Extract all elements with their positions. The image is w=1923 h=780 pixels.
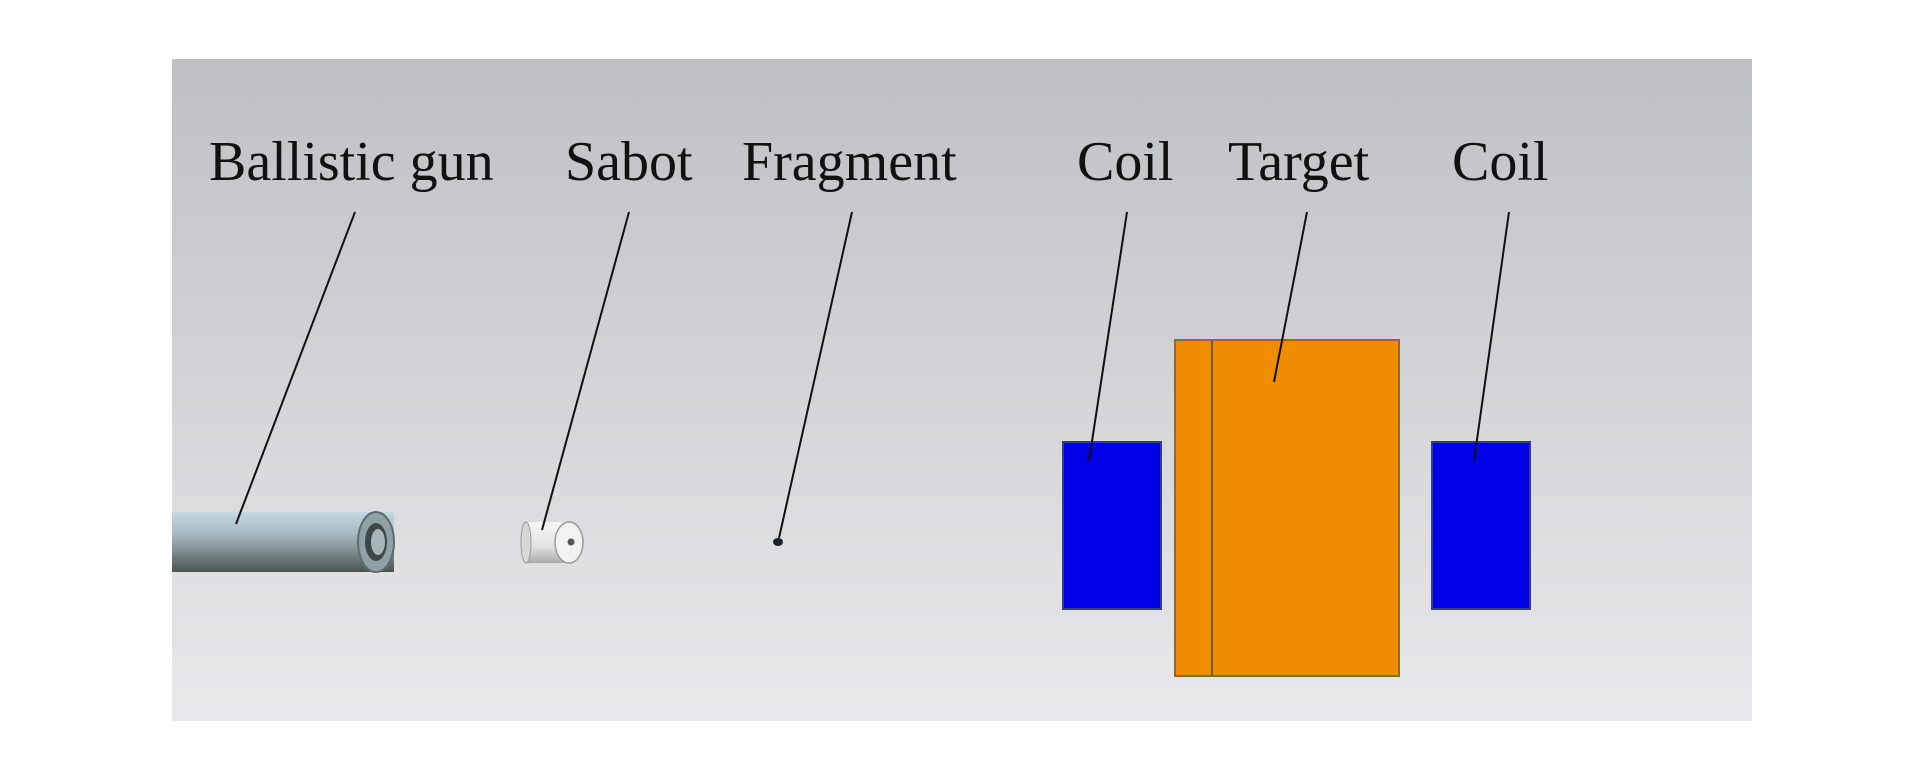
label-fragment: Fragment (742, 131, 957, 193)
fragment (773, 538, 783, 546)
sabot (520, 521, 584, 564)
leader-fragment (778, 211, 853, 539)
coil-right (1431, 441, 1531, 610)
label-target: Target (1228, 131, 1370, 193)
leader-target (1273, 211, 1308, 383)
ballistic-gun (172, 511, 395, 573)
label-sabot: Sabot (565, 131, 693, 193)
leader-coil-right (1473, 211, 1510, 462)
leader-coil-left (1088, 211, 1128, 462)
leader-ballistic-gun (235, 211, 356, 525)
label-coil-left: Coil (1077, 131, 1173, 193)
scene-background (172, 59, 1752, 721)
label-coil-right: Coil (1452, 131, 1548, 193)
label-ballistic-gun: Ballistic gun (209, 131, 494, 193)
leader-sabot (541, 211, 630, 531)
target (1174, 339, 1400, 677)
coil-left (1062, 441, 1162, 610)
